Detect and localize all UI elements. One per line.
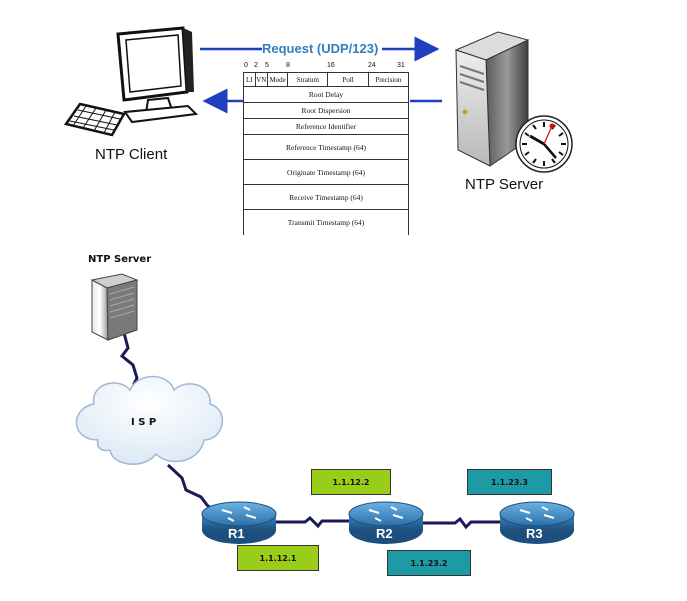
bit-position: 16	[327, 62, 335, 69]
field-stratum: Stratum	[288, 73, 329, 86]
bottom-ntp-server-icon	[90, 273, 139, 341]
field-mode: Mode	[268, 73, 289, 86]
ntp-client-computer-icon	[63, 26, 199, 137]
isp-label: I S P	[131, 417, 157, 428]
field-transmit-timestamp: Transmit Timestamp (64)	[243, 210, 409, 235]
ip-tag-1-1-23-2: 1.1.23.2	[387, 550, 471, 576]
field-reference-identifier: Reference Identifier	[243, 119, 409, 135]
field-originate-timestamp: Originate Timestamp (64)	[243, 160, 409, 185]
bit-position: 31	[397, 62, 405, 69]
field-precision: Precision	[375, 75, 402, 84]
bit-positions: 0 2 5 8 16 24 31	[243, 62, 409, 72]
router-r2-label: R2	[376, 526, 393, 541]
bit-position: 5	[265, 62, 269, 69]
field-vn: VN	[256, 73, 269, 86]
request-label: Request (UDP/123)	[262, 41, 379, 56]
bit-position: 24	[368, 62, 376, 69]
field-li: LI	[244, 73, 256, 86]
field-root-delay: Root Delay	[243, 87, 409, 103]
ntp-client-label: NTP Client	[95, 146, 168, 163]
field-receive-timestamp: Receive Timestamp (64)	[243, 185, 409, 210]
ntp-packet-format: 0 2 5 8 16 24 31 LI VN Mode Stratum Poll…	[243, 62, 409, 235]
router-r3-label: R3	[526, 526, 543, 541]
field-root-dispersion: Root Dispersion	[243, 103, 409, 119]
bit-position: 8	[286, 62, 290, 69]
clock-icon	[515, 115, 573, 173]
field-poll: Poll	[328, 73, 369, 86]
bit-position: 0	[244, 62, 248, 69]
bottom-server-label: NTP Server	[88, 254, 152, 265]
ip-tag-1-1-12-1: 1.1.12.1	[237, 545, 319, 571]
router-r1-label: R1	[228, 526, 245, 541]
ip-tag-1-1-23-3: 1.1.23.3	[467, 469, 552, 495]
isp-cloud-icon	[75, 375, 224, 465]
field-reference-timestamp: Reference Timestamp (64)	[243, 135, 409, 160]
packet-header-row: LI VN Mode Stratum Poll Precision	[243, 72, 409, 87]
bit-position: 2	[254, 62, 258, 69]
ntp-server-label: NTP Server	[465, 176, 544, 193]
ip-tag-1-1-12-2: 1.1.12.2	[311, 469, 391, 495]
